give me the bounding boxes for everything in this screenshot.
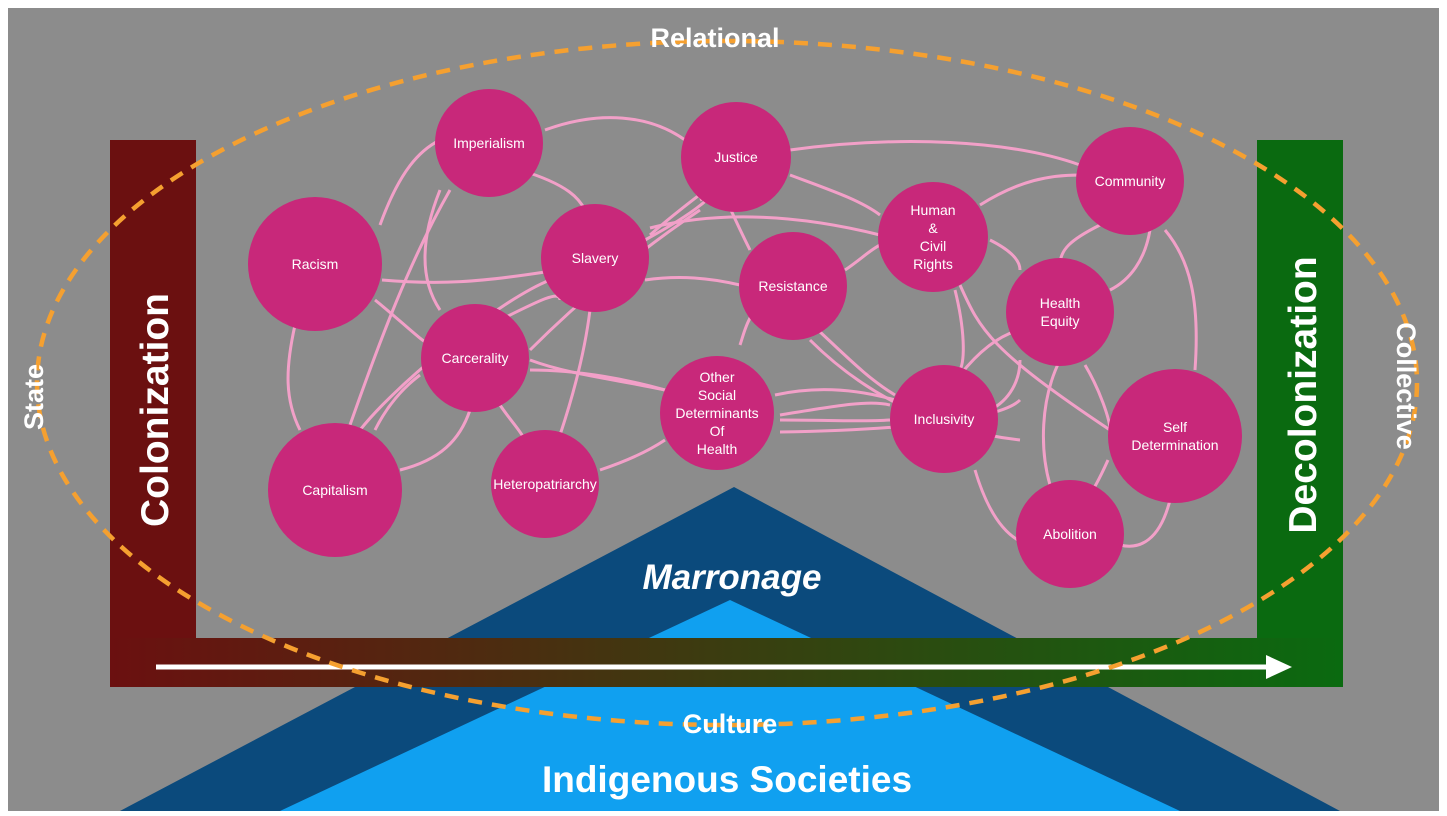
node-circle [268,423,402,557]
node-label: Community [1095,173,1166,189]
node-resistance: Resistance [739,232,847,340]
node-circle [878,182,988,292]
node-label: Heteropatriarchy [493,476,597,492]
node-circle [435,89,543,197]
node-label: Slavery [572,250,619,266]
node-circle [890,365,998,473]
node-label: Rights [913,256,953,272]
node-label: Self [1163,419,1187,435]
node-label: Justice [714,149,758,165]
relational-label: Relational [650,23,779,53]
collective-label: Collective [1391,322,1421,450]
node-label: Carcerality [442,350,509,366]
node-circle [660,356,774,470]
colonization-label: Colonization [134,293,177,527]
culture-label: Culture [683,709,778,739]
node-slavery: Slavery [541,204,649,312]
node-label: Civil [920,238,946,254]
node-circle [541,204,649,312]
node-label: Social [698,387,736,403]
state-label: State [19,364,49,430]
node-label: Health [1040,295,1080,311]
node-label: Determination [1131,437,1218,453]
node-label: Racism [292,256,339,272]
node-circle [248,197,382,331]
node-label: Abolition [1043,526,1097,542]
node-label: Imperialism [453,135,525,151]
node-circle [491,430,599,538]
node-circle [681,102,791,212]
node-circle [1006,258,1114,366]
node-circle [739,232,847,340]
node-label: Other [699,369,734,385]
indigenous-societies-label: Indigenous Societies [542,759,912,800]
node-racism: Racism [248,197,382,331]
node-circle [1108,369,1242,503]
node-label: Inclusivity [914,411,975,427]
node-label: Determinants [675,405,758,421]
node-label: Human [910,202,955,218]
node-label: Health [697,441,737,457]
node-circle [1016,480,1124,588]
node-circle [421,304,529,412]
relational-ellipse [34,38,1420,728]
node-label: Resistance [758,278,827,294]
node-label: Of [710,423,725,439]
node-circle [1076,127,1184,235]
indigenous-triangle [280,600,1180,811]
node-abolition: Abolition [1016,480,1124,588]
transition-bar [110,638,1343,687]
node-capitalism: Capitalism [268,423,402,557]
decolonization-label: Decolonization [1282,256,1325,533]
node-label: & [928,220,938,236]
node-carcerality: Carcerality [421,304,529,412]
node-community: Community [1076,127,1184,235]
node-inclusivity: Inclusivity [890,365,998,473]
colonization-bar [110,140,196,687]
node-label: Equity [1041,313,1080,329]
node-label: Capitalism [302,482,367,498]
node-heteropatriarchy: Heteropatriarchy [491,430,599,538]
node-imperialism: Imperialism [435,89,543,197]
progress-arrowhead [1266,655,1292,679]
node-justice: Justice [681,102,791,212]
marronage-label: Marronage [643,558,822,597]
